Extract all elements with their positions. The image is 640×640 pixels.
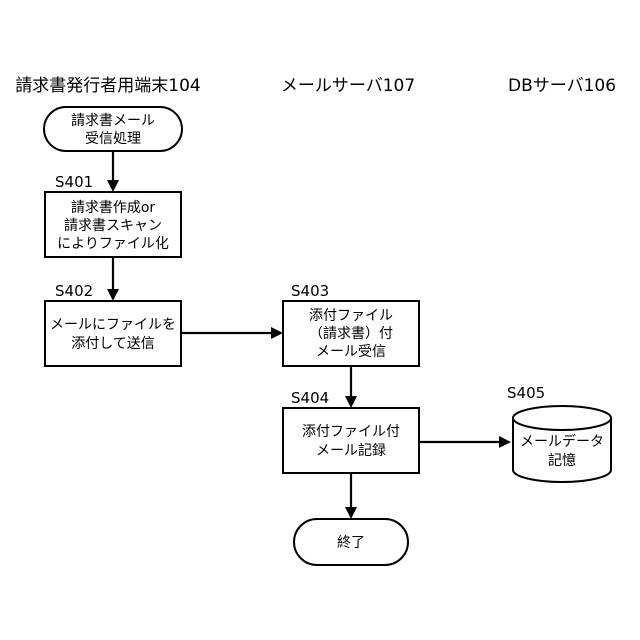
arrowhead-s402-to-s403 [271, 327, 283, 339]
s401-text-line-3: によりファイル化 [57, 236, 169, 252]
step-label-s402: S402 [55, 282, 93, 300]
process-s401: 請求書作成or 請求書スキャン によりファイル化 [45, 192, 181, 257]
column-header-db-server: DBサーバ106 [508, 76, 616, 96]
column-header-terminal: 請求書発行者用端末104 [15, 76, 200, 96]
start-terminator: 請求書メール 受信処理 [44, 107, 182, 151]
process-s403: 添付ファイル （請求書）付 メール受信 [283, 301, 419, 366]
database-s405-top [513, 406, 611, 430]
s404-text-line-1: 添付ファイル付 [302, 424, 400, 440]
process-s402-box [45, 301, 181, 366]
s402-text-line-1: メールにファイルを [50, 317, 176, 333]
end-terminator: 終了 [294, 519, 408, 565]
database-s405: メールデータ 記憶 [513, 406, 611, 482]
step-label-s404: S404 [291, 389, 329, 407]
arrowhead-s404-to-end [345, 507, 357, 519]
process-s402: メールにファイルを 添付して送信 [45, 301, 181, 366]
step-label-s401: S401 [55, 173, 93, 191]
s404-text-line-2: メール記録 [316, 442, 386, 459]
s403-text-line-3: メール受信 [316, 344, 386, 360]
arrowhead-s403-to-s404 [345, 396, 357, 408]
s401-text-line-1: 請求書作成or [71, 200, 156, 216]
column-header-mail-server: メールサーバ107 [281, 76, 415, 96]
s402-text-line-2: 添付して送信 [71, 336, 155, 352]
process-s404: 添付ファイル付 メール記録 [283, 408, 419, 473]
end-text: 終了 [337, 535, 365, 551]
arrowhead-start-to-s401 [107, 180, 119, 192]
arrowhead-s404-to-s405 [499, 436, 511, 448]
s403-text-line-1: 添付ファイル [309, 308, 393, 324]
start-text-line-1: 請求書メール [71, 113, 155, 129]
start-text-line-2: 受信処理 [85, 131, 141, 147]
step-label-s403: S403 [291, 282, 329, 300]
step-label-s405: S405 [507, 384, 545, 402]
s401-text-line-2: 請求書スキャン [64, 218, 162, 234]
process-s404-box [283, 408, 419, 473]
s405-text-line-1: メールデータ [520, 433, 604, 450]
s405-text-line-2: 記憶 [548, 452, 576, 469]
arrowhead-s401-to-s402 [107, 289, 119, 301]
s403-text-line-2: （請求書）付 [309, 326, 393, 342]
